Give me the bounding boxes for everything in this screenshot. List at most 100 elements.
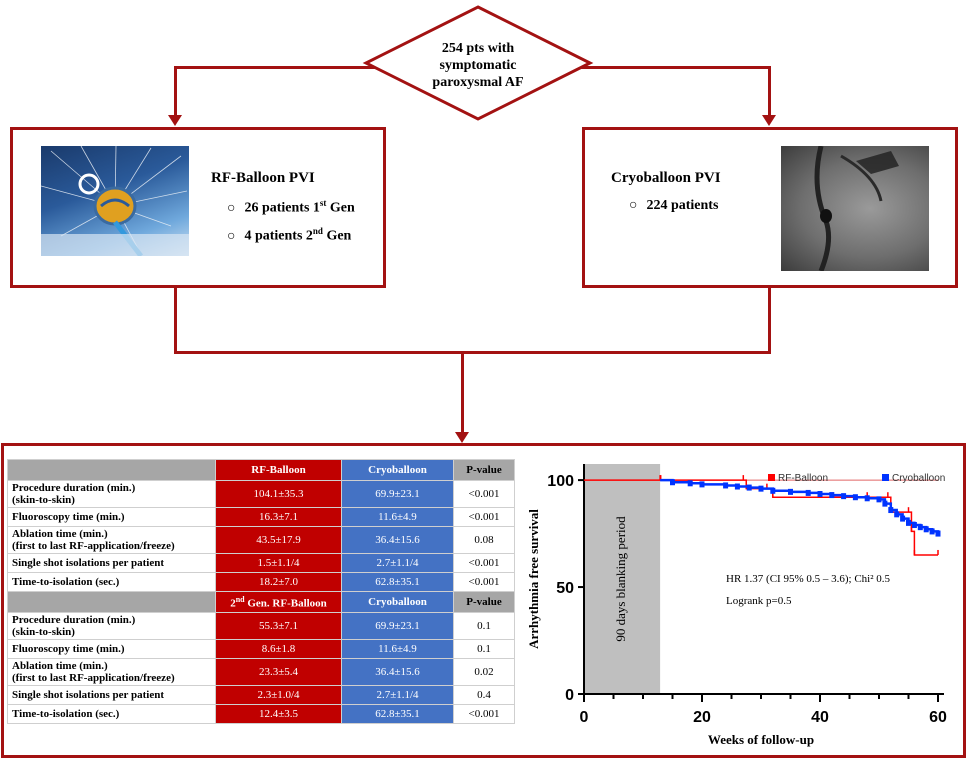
row-label-main: Ablation time (min.) xyxy=(12,528,211,540)
row-label: Ablation time (min.)(first to last RF-ap… xyxy=(8,527,216,554)
censor-mark xyxy=(806,490,811,496)
arrowhead-left xyxy=(168,115,182,126)
censor-mark xyxy=(841,493,846,499)
cryo-value: 36.4±15.6 xyxy=(342,527,454,554)
censor-mark xyxy=(912,522,917,528)
row-label: Fluoroscopy time (min.) xyxy=(8,508,216,527)
connector-right-box-down xyxy=(768,286,771,353)
p-value: <0.001 xyxy=(454,554,515,573)
cryo-value: 62.8±35.1 xyxy=(342,705,454,724)
x-axis-label: Weeks of follow-up xyxy=(708,732,814,747)
header-rf-2-sup: nd xyxy=(236,595,245,604)
header-rf: RF-Balloon xyxy=(216,460,342,481)
p-value: 0.4 xyxy=(454,686,515,705)
logrank-annotation: Logrank p=0.5 xyxy=(726,595,792,607)
censor-mark xyxy=(723,482,728,488)
censor-mark xyxy=(918,524,923,530)
arrowhead-center xyxy=(455,432,469,443)
comparison-table: RF-Balloon Cryoballoon P-value Procedure… xyxy=(7,459,515,724)
p-value: 0.02 xyxy=(454,659,515,686)
row-label: Procedure duration (min.)(skin-to-skin) xyxy=(8,613,216,640)
rf-item-1-text: 26 patients 1 xyxy=(244,201,319,216)
row-label-main: Procedure duration (min.) xyxy=(12,614,211,626)
connector-left-down xyxy=(174,66,177,116)
legend-swatch xyxy=(768,474,775,481)
censor-mark xyxy=(930,528,935,534)
cryo-value: 36.4±15.6 xyxy=(342,659,454,686)
rf-box-title: RF-Balloon PVI xyxy=(211,170,315,187)
x-tick-label: 60 xyxy=(929,709,947,726)
rf-value: 8.6±1.8 xyxy=(216,640,342,659)
row-label: Ablation time (min.)(first to last RF-ap… xyxy=(8,659,216,686)
row-label-main: Procedure duration (min.) xyxy=(12,482,211,494)
rf-value: 104.1±35.3 xyxy=(216,481,342,508)
cryo-item-1-text: 224 patients xyxy=(646,198,718,213)
header-pvalue: P-value xyxy=(454,460,515,481)
fluoro-illustration xyxy=(781,146,929,271)
cryo-value: 11.6±4.9 xyxy=(342,508,454,527)
row-label: Fluoroscopy time (min.) xyxy=(8,640,216,659)
cryoballoon-fluoro-photo xyxy=(781,146,929,271)
censor-mark xyxy=(936,531,941,537)
table-row: Fluoroscopy time (min.)16.3±7.111.6±4.9<… xyxy=(8,508,515,527)
censor-mark xyxy=(877,496,882,502)
cryo-value: 69.9±23.1 xyxy=(342,613,454,640)
censor-mark xyxy=(865,495,870,501)
censor-mark xyxy=(853,494,858,500)
p-value: <0.001 xyxy=(454,705,515,724)
censor-mark xyxy=(788,489,793,495)
table-row: Procedure duration (min.)(skin-to-skin)5… xyxy=(8,613,515,640)
row-label-sub: (first to last RF-application/freeze) xyxy=(12,540,211,552)
cryo-value: 2.7±1.1/4 xyxy=(342,554,454,573)
connector-bottom-horizontal xyxy=(174,351,771,354)
table-row: Ablation time (min.)(first to last RF-ap… xyxy=(8,527,515,554)
censor-mark xyxy=(770,488,775,494)
header-rf-2: 2nd Gen. RF-Balloon xyxy=(216,592,342,613)
censor-mark xyxy=(924,526,929,532)
hr-annotation: HR 1.37 (CI 95% 0.5 – 3.6); Chi² 0.5 xyxy=(726,573,891,585)
censor-mark xyxy=(670,479,675,485)
table-row: Procedure duration (min.)(skin-to-skin)1… xyxy=(8,481,515,508)
p-value: 0.1 xyxy=(454,613,515,640)
rf-balloon-illustration xyxy=(41,146,189,256)
y-tick-label: 0 xyxy=(565,687,574,704)
x-tick-label: 0 xyxy=(580,709,589,726)
rf-value: 2.3±1.0/4 xyxy=(216,686,342,705)
rf-balloon-box: RF-Balloon PVI ○26 patients 1st Gen ○4 p… xyxy=(10,127,386,288)
rf-value: 23.3±5.4 xyxy=(216,659,342,686)
censor-mark xyxy=(888,507,893,513)
connector-center-down xyxy=(461,351,464,434)
row-label: Single shot isolations per patient xyxy=(8,554,216,573)
rf-item-2-suffix: Gen xyxy=(323,229,351,244)
row-label-main: Single shot isolations per patient xyxy=(12,557,211,569)
arrowhead-right xyxy=(762,115,776,126)
header-rf-2-suffix: Gen. RF-Balloon xyxy=(245,598,327,610)
header-blank-2 xyxy=(8,592,216,613)
diamond-line-3: paroxysmal AF xyxy=(410,74,546,91)
cryoballoon-box: Cryoballoon PVI ○224 patients xyxy=(582,127,958,288)
blanking-label: 90 days blanking period xyxy=(613,516,628,642)
censor-mark xyxy=(894,511,899,517)
rf-item-1-suffix: Gen xyxy=(326,201,354,216)
row-label-sub: (skin-to-skin) xyxy=(12,626,211,638)
censor-mark xyxy=(900,516,905,522)
table-header-row-2: 2nd Gen. RF-Balloon Cryoballoon P-value xyxy=(8,592,515,613)
censor-mark xyxy=(906,520,911,526)
row-label-main: Time-to-isolation (sec.) xyxy=(12,708,211,720)
legend-label: Cryoballoon xyxy=(892,473,945,484)
rf-item-2-text: 4 patients 2 xyxy=(244,229,312,244)
diamond-label: 254 pts with symptomatic paroxysmal AF xyxy=(410,40,546,91)
bullet-icon: ○ xyxy=(629,198,637,213)
connector-right-down xyxy=(768,66,771,116)
rf-value: 43.5±17.9 xyxy=(216,527,342,554)
x-tick-label: 20 xyxy=(693,709,711,726)
p-value: 0.08 xyxy=(454,527,515,554)
row-label: Procedure duration (min.)(skin-to-skin) xyxy=(8,481,216,508)
censor-mark xyxy=(688,480,693,486)
legend-label: RF-Balloon xyxy=(778,473,828,484)
diamond-line-1: 254 pts with xyxy=(410,40,546,57)
censor-mark xyxy=(747,485,752,491)
